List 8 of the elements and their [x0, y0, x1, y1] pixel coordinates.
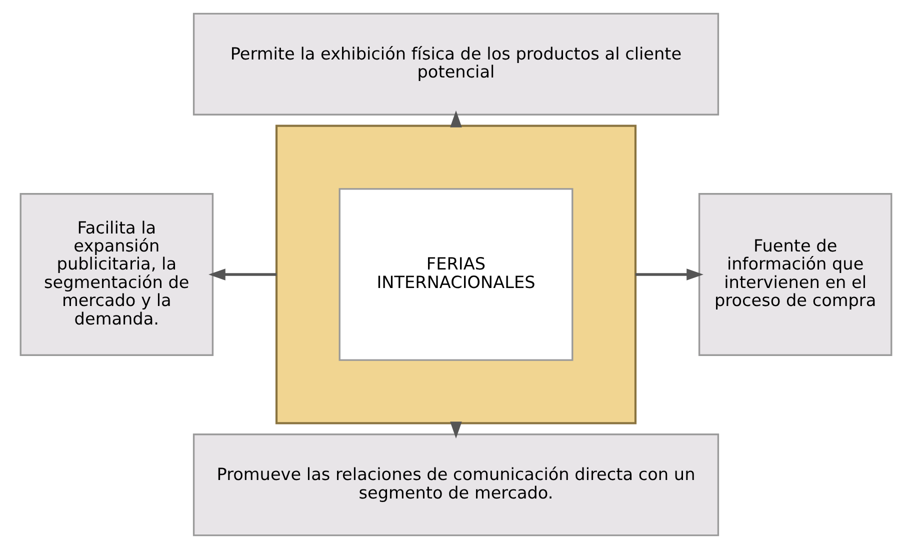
- node-box: Permite la exhibición física de los productos al cliente potencial: [192, 12, 720, 116]
- node-box: Promueve las relaciones de comunicación directa con un segmento de mercado.: [192, 434, 720, 536]
- node-box: Fuente de información que intervienen en el proceso de compra: [698, 193, 892, 356]
- node-box: FERIAS INTERNACIONALES: [338, 188, 574, 361]
- cluster: [275, 124, 637, 424]
- node-box: Facilita la expansión publicitaria, la segmentación de mercado y la demanda.: [20, 193, 214, 356]
- arrow: [208, 268, 277, 280]
- arrow: [635, 268, 704, 280]
